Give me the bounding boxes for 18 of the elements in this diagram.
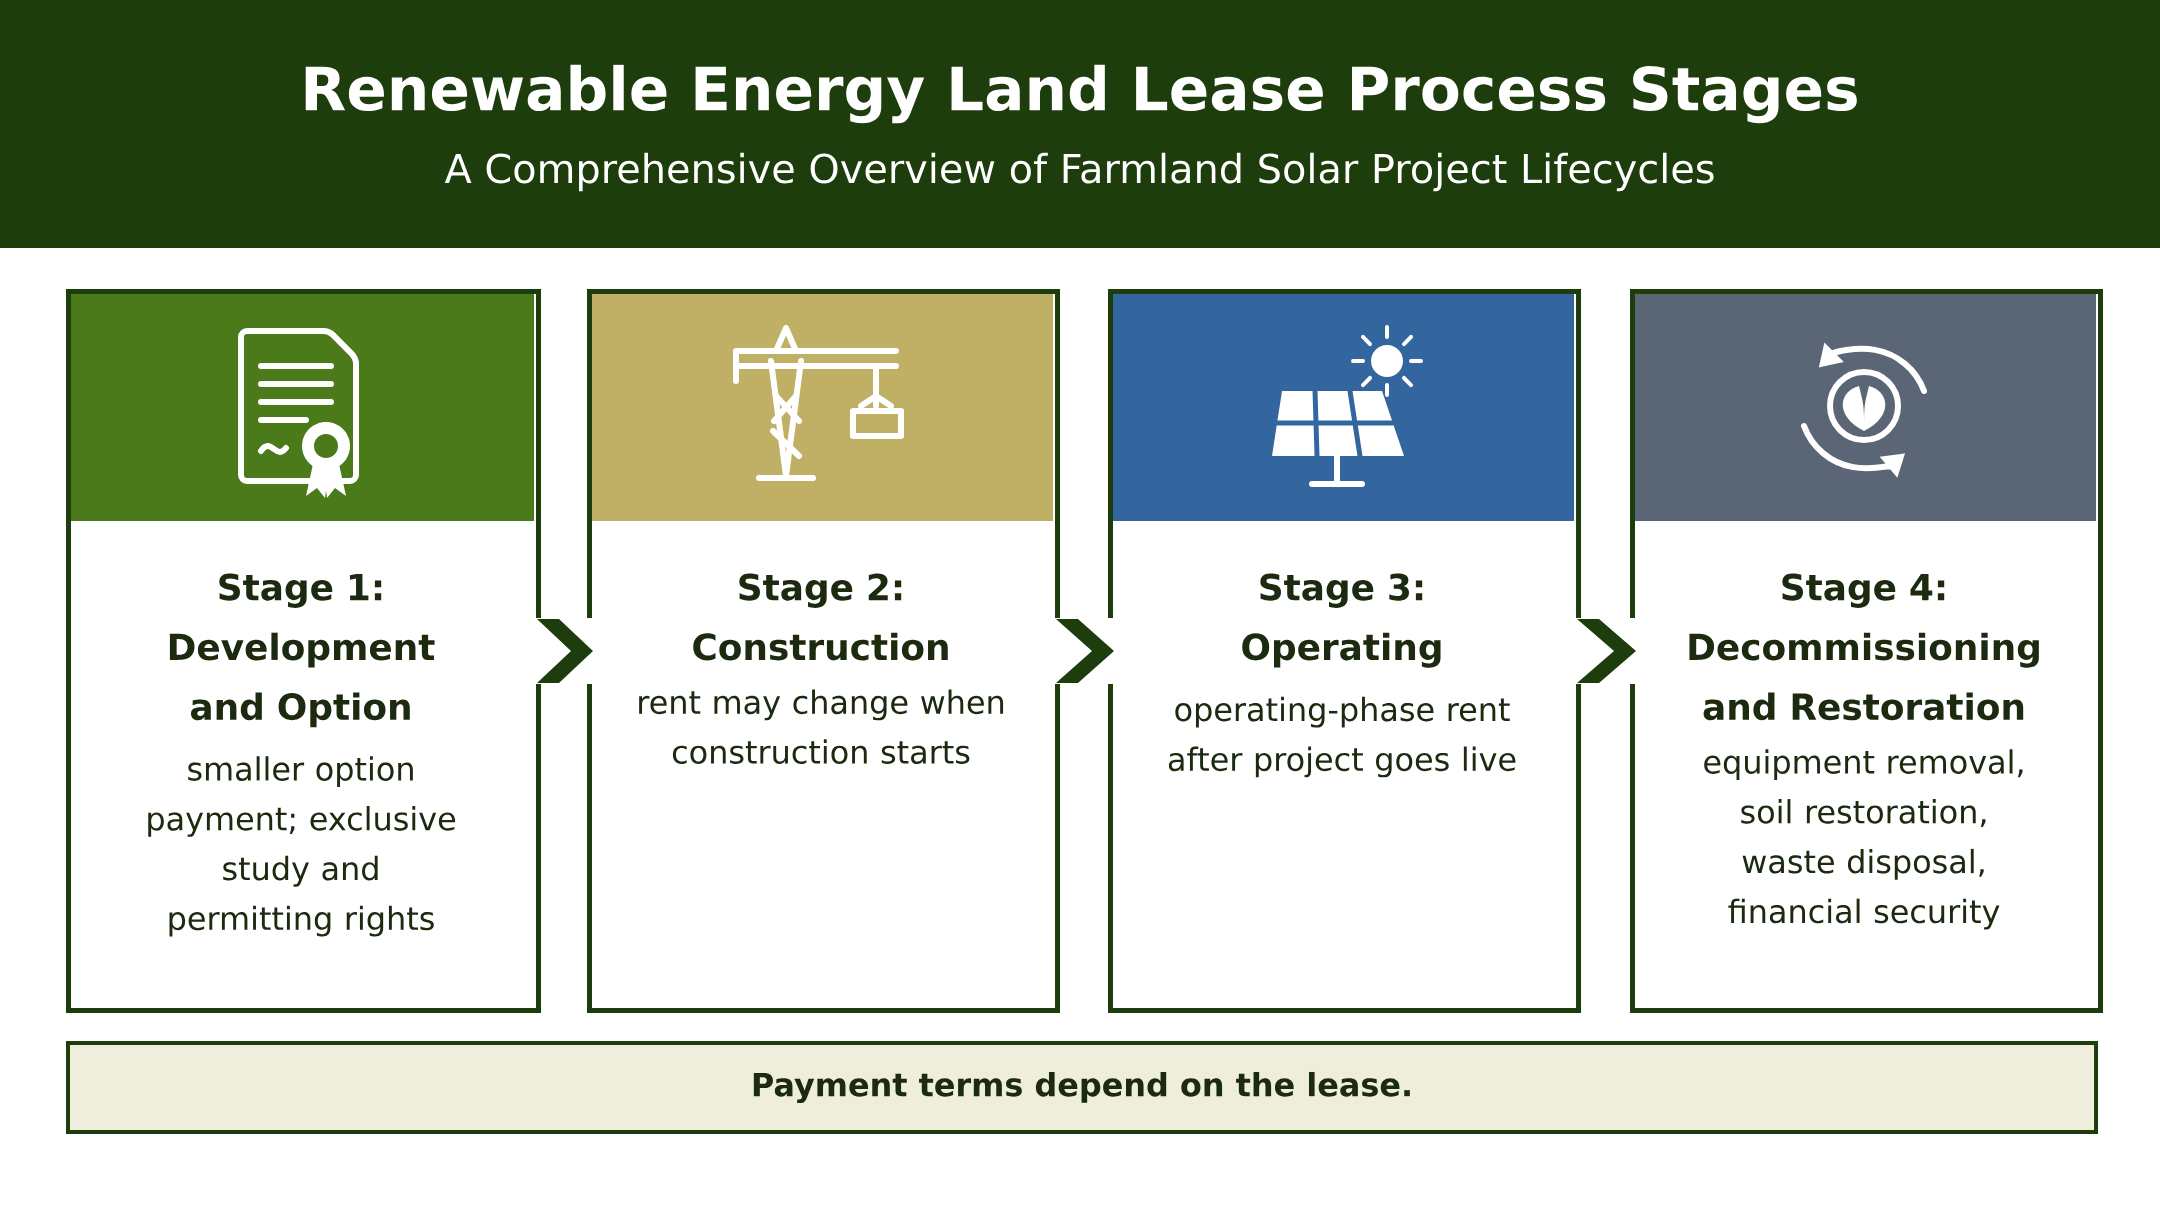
stage-heading: Stage 3: Operating [1242, 573, 1441, 668]
title: Renewable Energy Land Lease Process Stages [305, 64, 1857, 124]
stage-heading: Stage 2: Construction [693, 573, 948, 661]
stage-card [66, 289, 541, 1013]
stage-description: smaller option payment; exclusive study and permitting rights [148, 756, 455, 937]
stage-card [1630, 289, 2103, 1013]
stage-description: rent may change when construction starts [639, 689, 1004, 764]
stage-description: equipment removal, soil restoration, waste disposal, financial security [1704, 749, 2023, 930]
stage-card [1108, 289, 1581, 1013]
stage-heading: Stage 4: Decommissioning and Restoration [1689, 573, 2039, 721]
chevron-arrow [1575, 618, 1636, 684]
note-bar: Payment terms depend on the lease. [66, 1041, 2099, 1134]
subtitle: A Comprehensive Overview of Farmland Solar Project Lifecycles [444, 152, 1714, 192]
chevron-arrow [1054, 618, 1114, 684]
chevron-arrow [535, 618, 593, 684]
stage-card [587, 289, 1060, 1013]
stage-description: operating-phase rent after project goes live [1168, 696, 1516, 778]
stage-heading: Stage 1: Development and Option [169, 573, 435, 728]
